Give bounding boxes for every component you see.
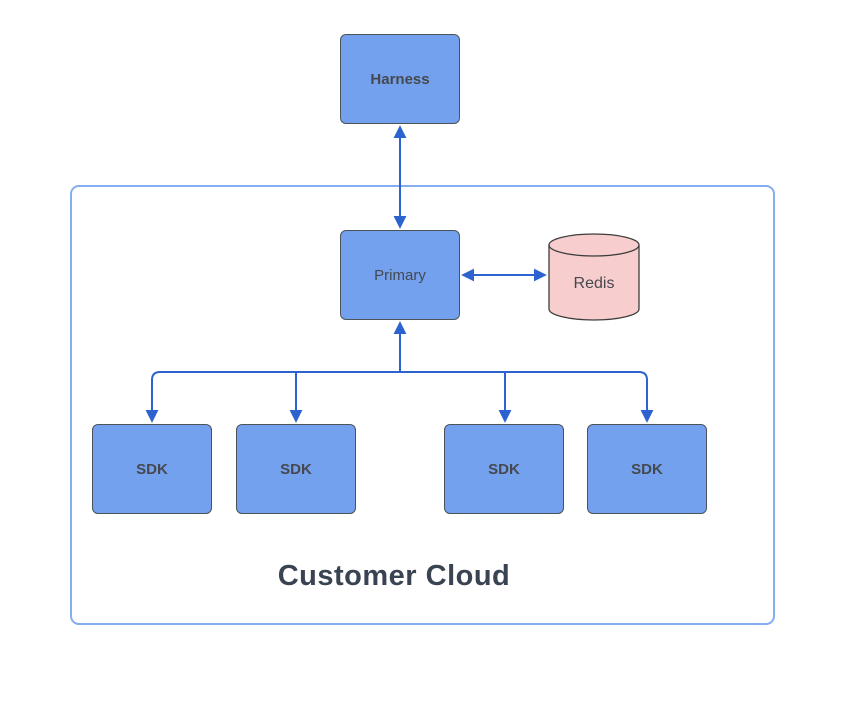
customer-cloud-label: Customer Cloud bbox=[277, 560, 511, 592]
node-sdk-3-label: SDK bbox=[488, 460, 520, 478]
node-sdk-3: SDK bbox=[444, 424, 564, 514]
database-cylinder-icon bbox=[548, 233, 640, 321]
node-sdk-2-label: SDK bbox=[280, 460, 312, 478]
node-redis: Redis bbox=[548, 232, 640, 322]
node-redis-label: Redis bbox=[573, 275, 615, 292]
node-harness-label: Harness bbox=[370, 70, 430, 88]
node-primary-label: Primary bbox=[374, 266, 426, 284]
node-sdk-1-label: SDK bbox=[136, 460, 168, 478]
node-sdk-1: SDK bbox=[92, 424, 212, 514]
node-sdk-4-label: SDK bbox=[631, 460, 663, 478]
node-primary: Primary bbox=[340, 230, 460, 320]
node-harness: Harness bbox=[340, 34, 460, 124]
node-sdk-2: SDK bbox=[236, 424, 356, 514]
node-sdk-4: SDK bbox=[587, 424, 707, 514]
